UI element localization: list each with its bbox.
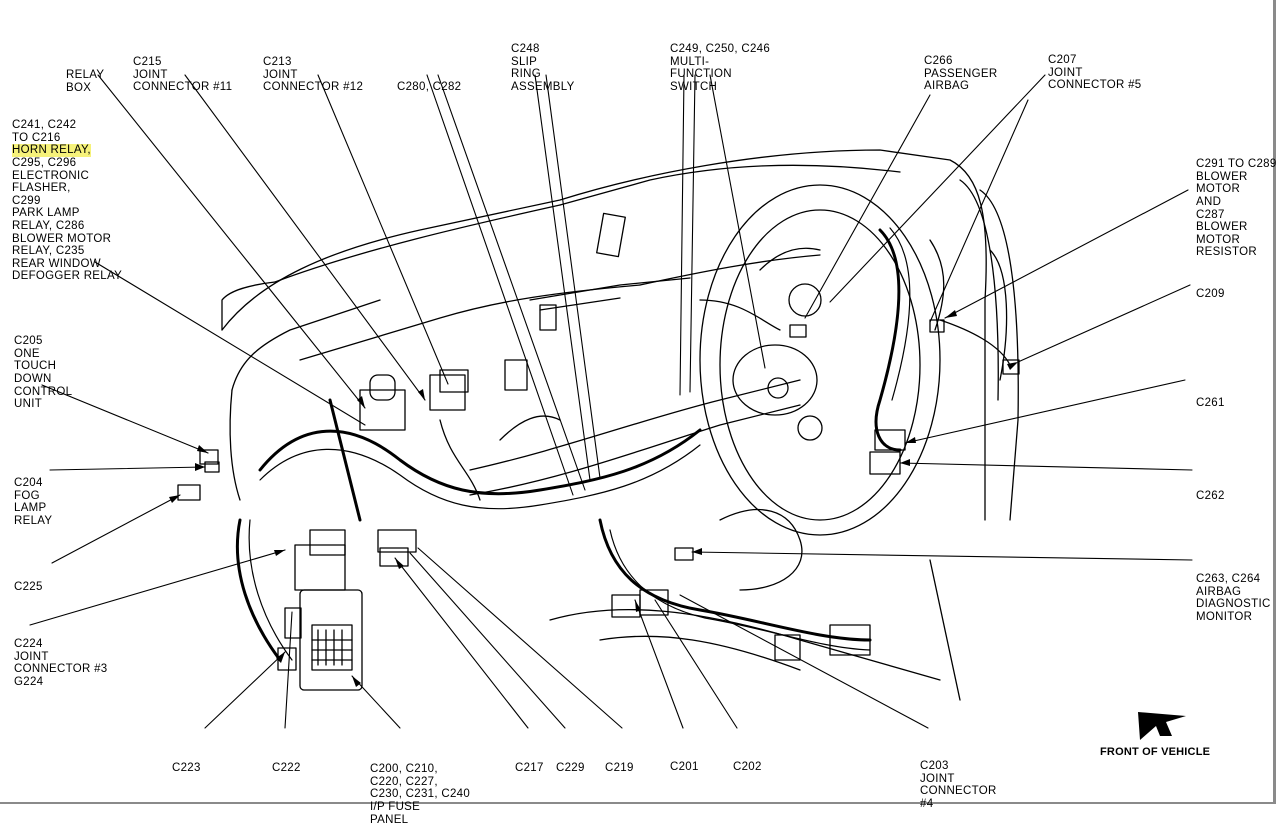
label-c209: C209 [1196, 288, 1225, 301]
relay-box [359, 389, 406, 431]
steering-wheel [699, 184, 941, 536]
wiring-diagram-drawing [29, 74, 1193, 740]
label-c262: C262 [1196, 490, 1225, 503]
label-c219: C219 [605, 762, 634, 775]
dashboard-outline [221, 149, 987, 521]
image-frame [0, 0, 1276, 804]
label-c261: C261 [1196, 397, 1225, 410]
label-c280: C280, C282 [397, 81, 462, 94]
front-of-vehicle-arrow-icon [1138, 712, 1186, 740]
label-c202: C202 [733, 761, 762, 774]
front-of-vehicle-label: FRONT OF VEHICLE [1100, 746, 1211, 758]
label-c222: C222 [272, 762, 301, 775]
label-c201: C201 [670, 761, 699, 774]
label-c225: C225 [14, 581, 43, 594]
horn-relay-highlight: HORN RELAY, [12, 144, 91, 157]
label-c229: C229 [556, 762, 585, 775]
label-c223: C223 [172, 762, 201, 775]
label-c217: C217 [515, 762, 544, 775]
